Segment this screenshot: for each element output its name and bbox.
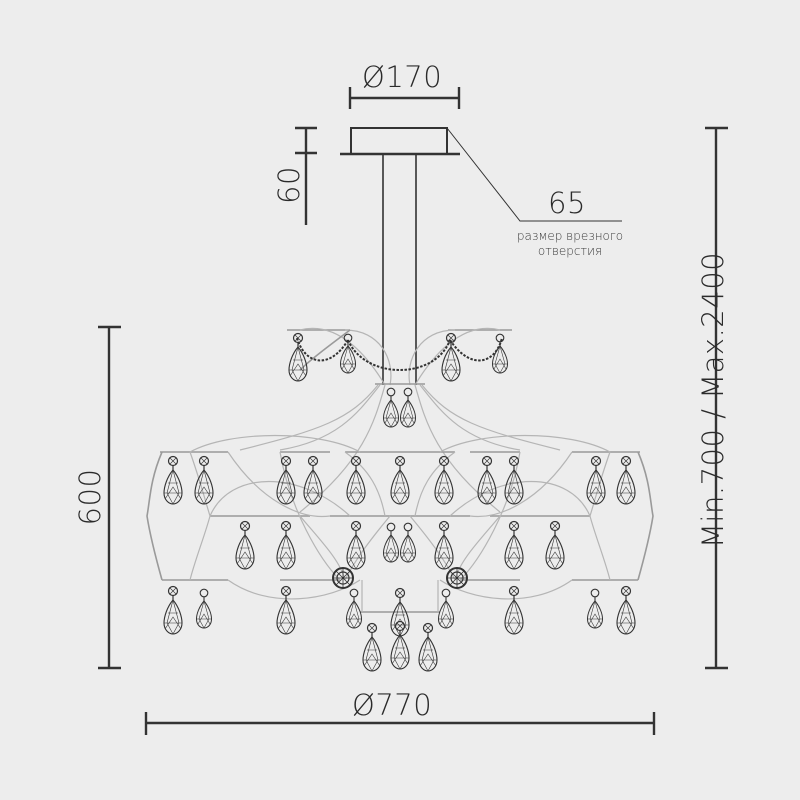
canopy-diameter-dimension (348, 87, 461, 109)
canopy-height-label: 60 (272, 166, 306, 204)
overall-height-label: Min.700 / Max.2400 (696, 251, 730, 549)
canopy-diameter-label: Ø170 (362, 60, 443, 94)
canopy (340, 127, 622, 385)
body-diameter-dimension (144, 712, 656, 735)
body-height-dimension (98, 325, 121, 670)
cutout-size-label: 65 (548, 186, 586, 220)
cutout-note-line1: размер врезного (516, 229, 624, 243)
chandelier-body (146, 327, 654, 672)
body-height-label: 600 (73, 468, 107, 526)
canopy-height-dimension (295, 126, 317, 225)
cutout-note: размер врезного отверстия (505, 229, 635, 259)
body-diameter-label: Ø770 (352, 688, 433, 722)
cutout-note-line2: отверстия (537, 244, 603, 258)
overall-height-dimension (705, 126, 728, 670)
